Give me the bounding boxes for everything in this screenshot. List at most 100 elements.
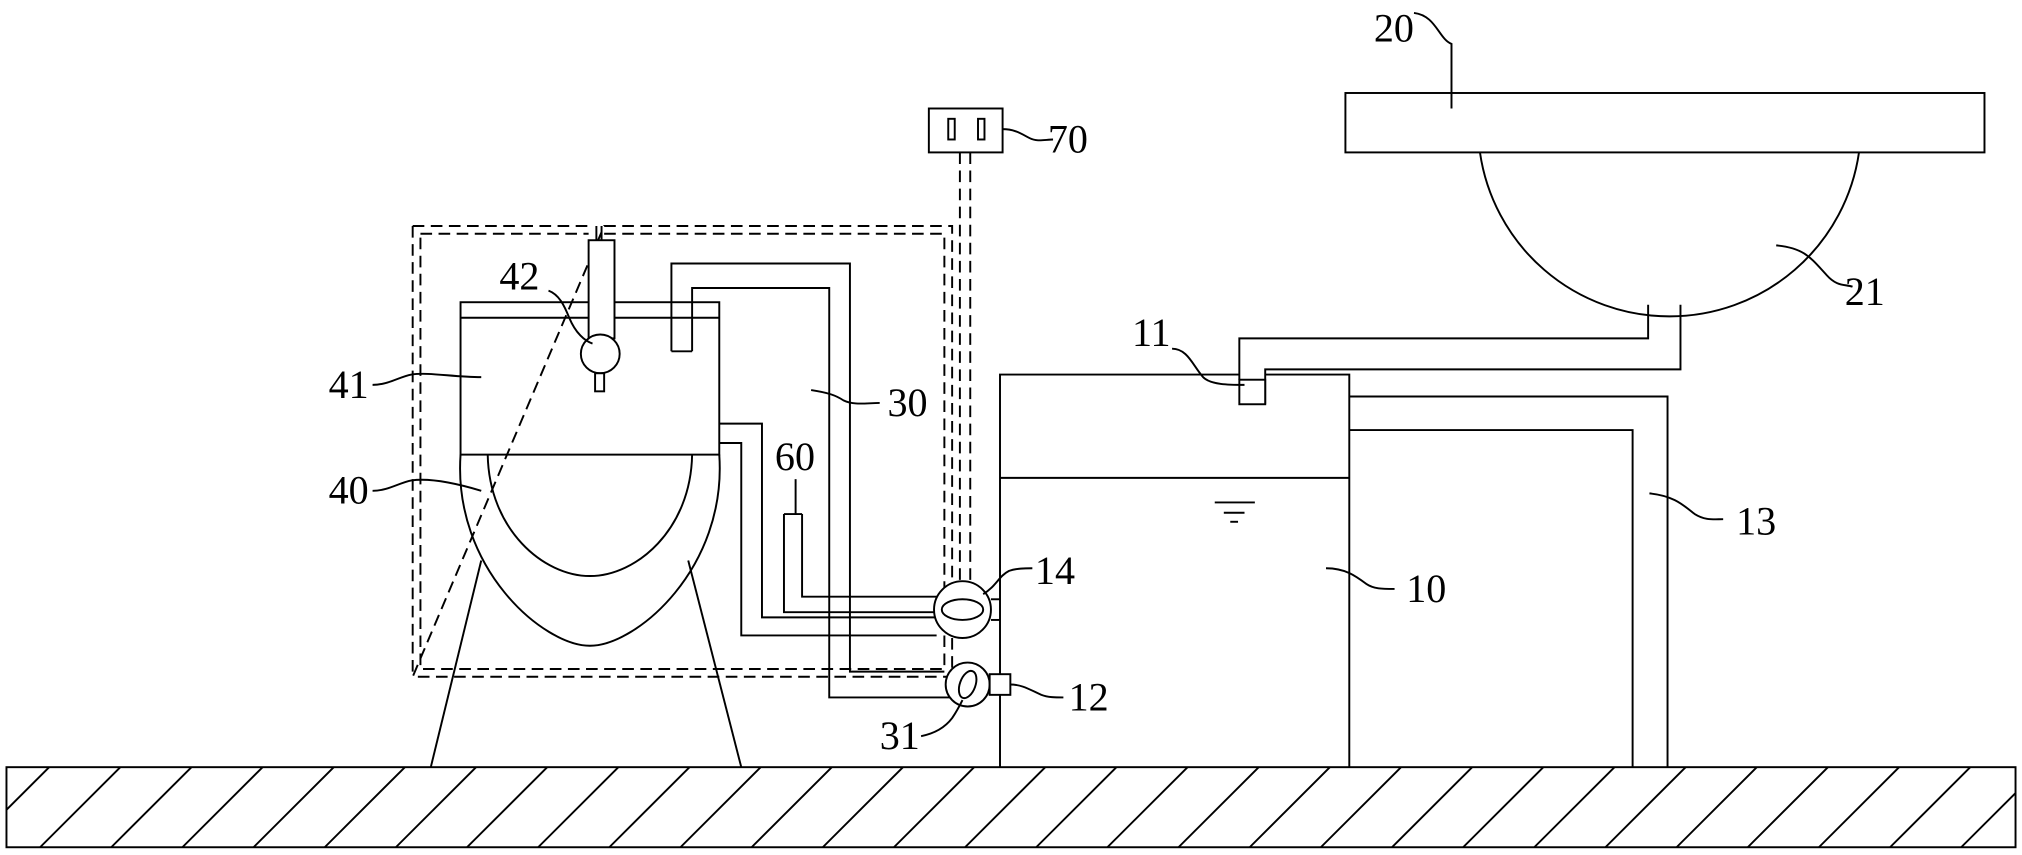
machine [429, 226, 743, 768]
leader-31 [920, 699, 964, 738]
leader-21 [1776, 244, 1853, 288]
stand-leg-left [429, 560, 483, 768]
nozzle-feed [595, 226, 603, 241]
hatch-line [466, 766, 548, 848]
hatch-line [1462, 766, 1545, 848]
hatch-line [679, 766, 762, 848]
tank-inlet [1238, 378, 1267, 406]
label-12: 12 [1069, 674, 1109, 719]
plug-prong-left [947, 117, 956, 141]
sensor-line-inner [801, 514, 937, 598]
tank-wall-right [1265, 373, 1351, 768]
pump-31-impeller [957, 669, 978, 700]
leader-lines [372, 11, 1853, 738]
pump-31-body [944, 661, 991, 708]
leader-70 [1002, 128, 1054, 142]
hatch-line [964, 766, 1046, 848]
leader-12 [1010, 683, 1064, 699]
label-30: 30 [887, 380, 927, 425]
hatch-line [537, 766, 620, 848]
label-40: 40 [329, 468, 369, 513]
hatch-line [1747, 766, 1829, 848]
hatch-line [252, 766, 335, 848]
supply-pipe [670, 262, 953, 699]
hatch-line [1320, 766, 1402, 848]
sensor [782, 513, 937, 614]
power-plug [927, 107, 1004, 154]
tub-drain-outer [719, 422, 937, 619]
leader-30 [810, 389, 880, 405]
leader-42 [548, 289, 593, 345]
hatch-line [893, 766, 975, 848]
hatch-line [1675, 766, 1758, 848]
tub-drain-pipe [719, 422, 937, 637]
housing-inner [419, 232, 946, 670]
overflow-pipe-inner [1349, 429, 1634, 768]
label-41: 41 [329, 362, 369, 407]
ground [5, 766, 2017, 849]
sensor-line-outer [782, 514, 937, 614]
hatch-line [39, 766, 121, 848]
tub-outer [459, 454, 721, 647]
hatch-line [1391, 766, 1473, 848]
hatch-line [110, 766, 193, 848]
leader-40 [372, 478, 482, 492]
water-tank [999, 373, 1351, 768]
label-10: 10 [1406, 566, 1446, 611]
valve-14 [933, 580, 1001, 639]
overflow-pipe-outer [1349, 395, 1669, 768]
hatch-line [181, 766, 264, 848]
supply-pipe-outer [670, 262, 945, 673]
leader-13 [1649, 492, 1724, 521]
label-13: 13 [1736, 499, 1776, 544]
label-42: 42 [499, 253, 539, 298]
tub-inner [486, 454, 694, 577]
basin [1478, 152, 1860, 318]
hatch-line [822, 766, 904, 848]
label-14: 14 [1035, 548, 1075, 593]
ground-hatching [5, 766, 2017, 848]
hatch-line [1533, 766, 1616, 848]
supply-pipe-inner [691, 287, 953, 699]
label-21: 21 [1845, 269, 1885, 314]
power-cord [927, 107, 1004, 588]
basin-drain-pipe-outer [1238, 304, 1650, 380]
leader-14 [982, 567, 1033, 595]
overflow-pipe [1349, 395, 1669, 768]
hatch-line [1106, 766, 1189, 848]
leader-41 [372, 372, 482, 386]
valve-14-disc [940, 598, 985, 621]
hatch-line [5, 766, 50, 811]
ground-slab [5, 766, 2017, 849]
plug-prong-right [977, 117, 986, 141]
hatch-line [1818, 766, 1900, 848]
countertop-basin-assembly [1238, 92, 1986, 406]
hatch-line [1889, 766, 1971, 848]
housing-outer-remainder [411, 225, 954, 678]
label-11: 11 [1132, 310, 1171, 355]
valve-14-body [933, 580, 992, 639]
nozzle-stem [587, 239, 616, 340]
label-60: 60 [775, 434, 815, 479]
machine-housing [411, 225, 954, 678]
reference-labels: 20 21 11 10 13 30 60 14 12 31 70 42 41 4… [329, 5, 1885, 758]
tub-drain-inner [719, 442, 937, 637]
countertop [1344, 92, 1986, 154]
label-31: 31 [880, 713, 920, 758]
hatch-line [324, 766, 406, 848]
hatch-line [1960, 792, 2017, 848]
nozzle-tip [594, 372, 606, 393]
label-70: 70 [1048, 116, 1088, 161]
tank-wall-left-top [999, 373, 1240, 768]
leader-11 [1171, 347, 1245, 386]
hatch-line [1248, 766, 1331, 848]
hatch-line [608, 766, 691, 848]
tank-outlet-12 [988, 673, 1012, 696]
leader-10 [1326, 567, 1395, 590]
hatch-line [1177, 766, 1260, 848]
hatch-line [750, 766, 833, 848]
label-20: 20 [1374, 5, 1414, 50]
hatch-line [1035, 766, 1118, 848]
hatch-line [1604, 766, 1687, 848]
